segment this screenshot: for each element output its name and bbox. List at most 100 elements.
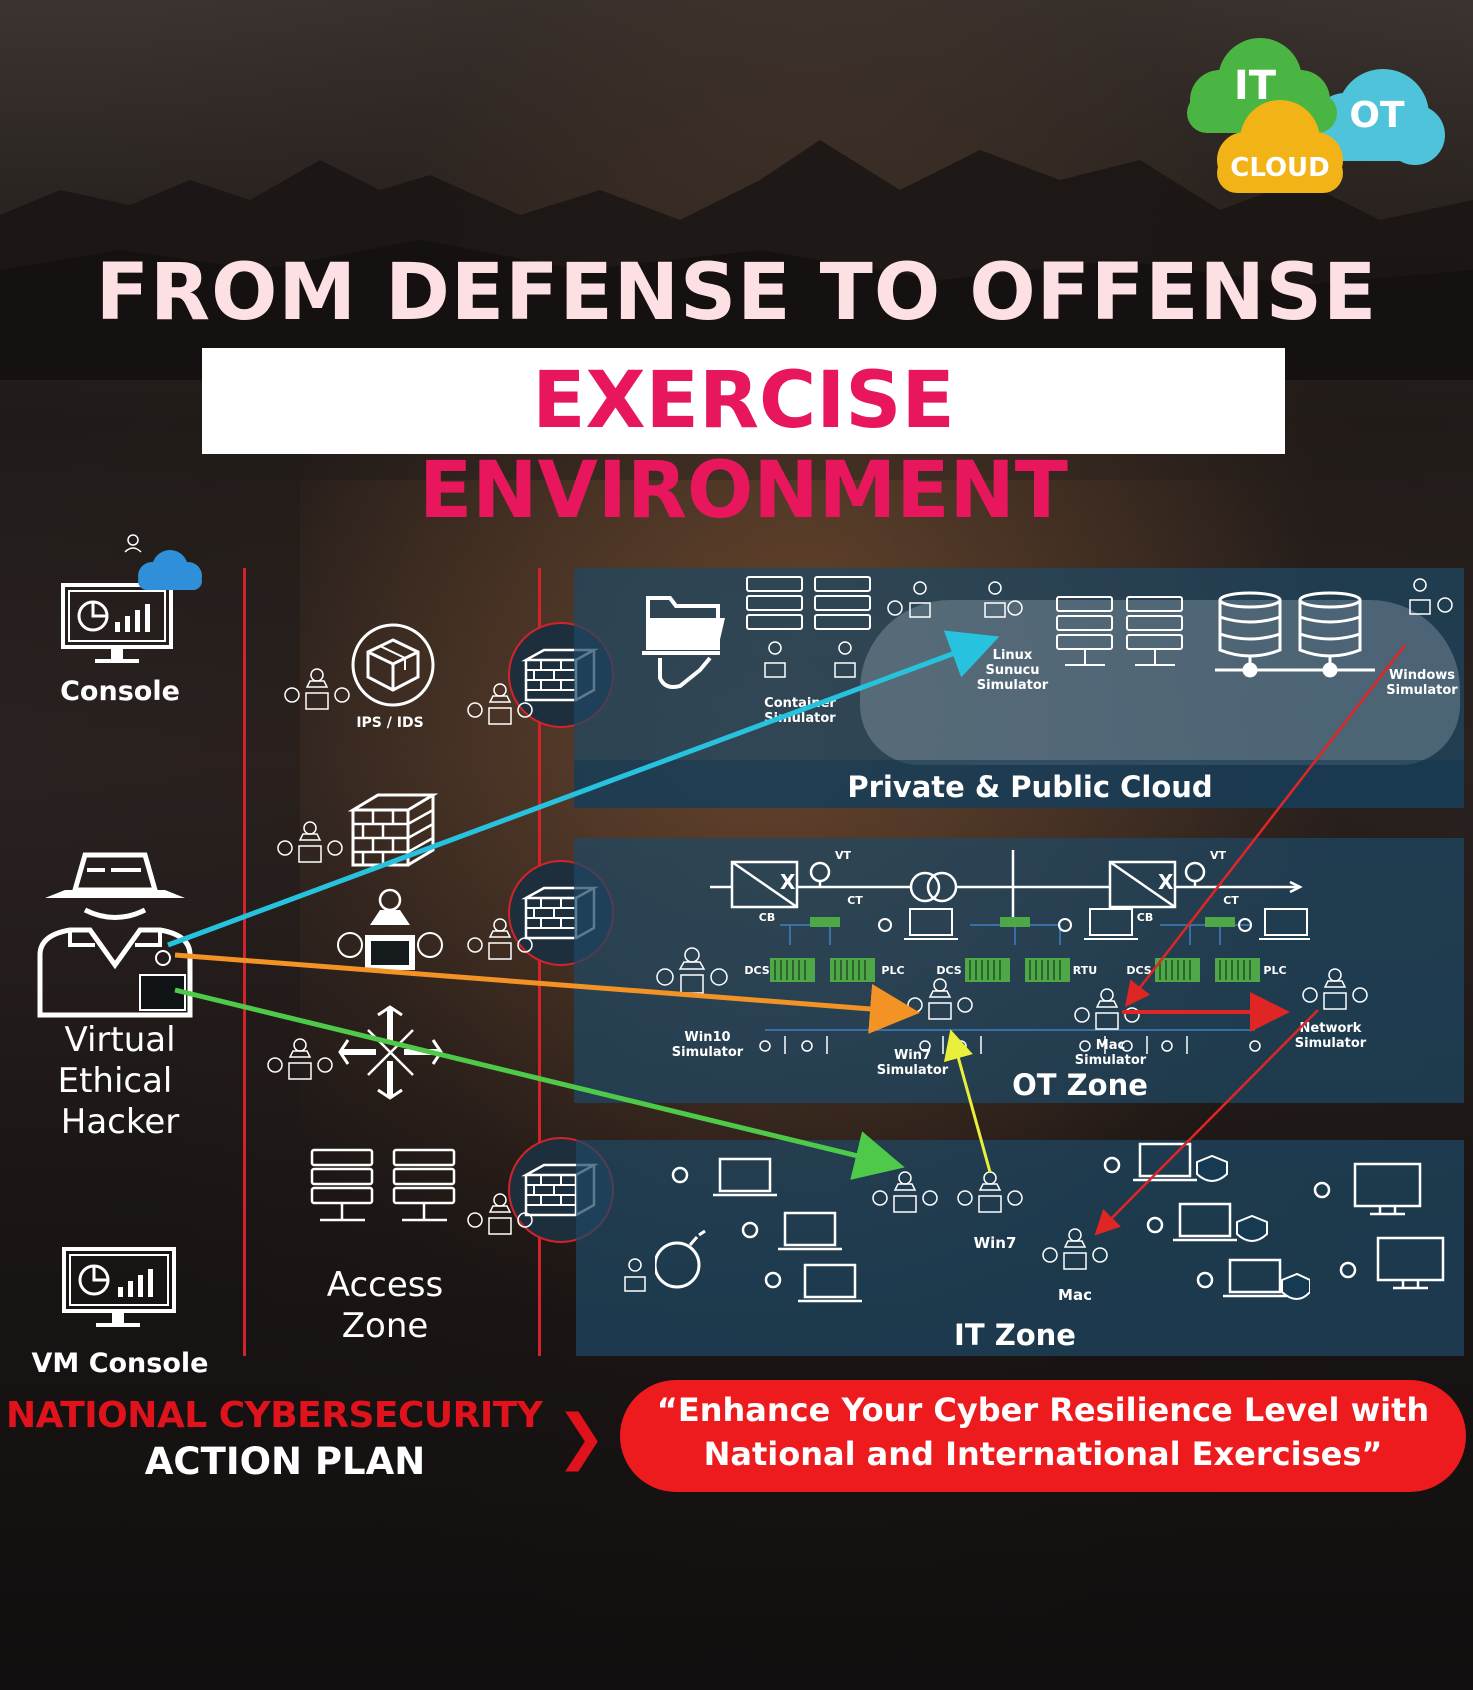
it-desktops-icon bbox=[1313, 1162, 1445, 1290]
mac-ot-user-icon bbox=[1074, 988, 1140, 1030]
power-grid-diagram: X X bbox=[710, 850, 1303, 922]
it-zone-title: IT Zone bbox=[954, 1318, 1076, 1352]
ot-plc-label-2: PLC bbox=[1263, 964, 1287, 977]
arrow-cyan-to-linux bbox=[167, 630, 1000, 948]
user-avatar-icon bbox=[284, 668, 350, 710]
arrow-green-to-it-win7 bbox=[174, 987, 905, 1180]
chevron-right-icon: ❯ bbox=[556, 1402, 607, 1472]
it-zone-panel bbox=[576, 1140, 1464, 1356]
access-servers-icon bbox=[310, 1148, 456, 1222]
vm-console-monitor-icon bbox=[62, 1247, 176, 1327]
hacker-icon bbox=[37, 852, 193, 1018]
ot-dcs-label-2: DCS bbox=[936, 964, 962, 977]
ot-cb-label-1: CB bbox=[758, 911, 776, 924]
folder-hand-icon bbox=[642, 596, 725, 689]
console-monitor-icon bbox=[61, 534, 202, 663]
ips-ids-label: IPS / IDS bbox=[356, 715, 424, 731]
ot-laptops-icon bbox=[878, 908, 1310, 940]
ot-rtu-label: RTU bbox=[1072, 964, 1098, 977]
network-line1: Network bbox=[1299, 1021, 1362, 1036]
svg-text:X: X bbox=[1158, 870, 1174, 894]
windows-simulator-label: Windows Simulator bbox=[1378, 668, 1466, 698]
bomb-user-icon bbox=[624, 1258, 646, 1292]
it-win7-users-icon bbox=[872, 1171, 1023, 1213]
ot-plc-label-1: PLC bbox=[881, 964, 905, 977]
arrow-orange-to-win7 bbox=[174, 952, 920, 1034]
ot-vt-label-2: VT bbox=[1209, 849, 1227, 862]
arrow-red-windows-to-mac bbox=[1124, 644, 1406, 1007]
user-avatar-icon bbox=[467, 918, 533, 960]
ips-ids-icon bbox=[351, 623, 435, 707]
quote-line1: “Enhance Your Cyber Resilience Level wit… bbox=[656, 1391, 1430, 1429]
cloud-zone-title: Private & Public Cloud bbox=[847, 770, 1213, 804]
user-avatar-icon bbox=[267, 1038, 333, 1080]
arrow-yellow-it-to-ot bbox=[943, 1029, 992, 1173]
win7-line2: Simulator bbox=[876, 1063, 949, 1078]
access-zone-label-line2: Zone bbox=[341, 1306, 429, 1346]
database-icon bbox=[1215, 591, 1375, 678]
svg-text:X: X bbox=[780, 870, 796, 894]
ot-ct-label-1: CT bbox=[847, 894, 863, 907]
it-mac-label: Mac bbox=[1058, 1286, 1092, 1304]
win7-ot-user-icon bbox=[907, 978, 973, 1020]
logo-it-text: IT bbox=[1233, 63, 1277, 109]
mac-line2: Simulator bbox=[1074, 1053, 1147, 1068]
windows-user-icon bbox=[1409, 578, 1453, 615]
page-title: FROM DEFENSE TO OFFENSE bbox=[95, 248, 1378, 338]
page-subtitle: EXERCISE ENVIRONMENT bbox=[419, 356, 1068, 536]
quote-line2: National and International Exercises” bbox=[703, 1435, 1383, 1473]
network-line2: Simulator bbox=[1294, 1036, 1367, 1051]
access-zone-label-line1: Access bbox=[326, 1265, 444, 1305]
windows-line2: Simulator bbox=[1386, 683, 1458, 698]
win10-simulator-label: Win10 Simulator bbox=[665, 1030, 750, 1060]
mountain-silhouette bbox=[0, 140, 1473, 380]
linux-line3: Simulator bbox=[976, 678, 1049, 693]
intrusion-target-icon bbox=[338, 1005, 443, 1100]
plan-line2: ACTION PLAN bbox=[144, 1440, 426, 1483]
win7-simulator-label: Win7 Simulator bbox=[870, 1048, 955, 1078]
ot-sensors-row bbox=[759, 1029, 1261, 1054]
ot-vt-label-1: VT bbox=[834, 849, 852, 862]
win10-line1: Win10 bbox=[684, 1030, 731, 1045]
vm-console-label: VM Console bbox=[31, 1348, 209, 1379]
mac-line1: Mac bbox=[1095, 1038, 1126, 1053]
user-avatar-icon bbox=[467, 683, 533, 725]
network-user-icon bbox=[1302, 968, 1368, 1010]
logo-cloud-text: CLOUD bbox=[1230, 153, 1330, 183]
ot-ct-label-2: CT bbox=[1223, 894, 1239, 907]
linux-line1: Linux bbox=[992, 648, 1033, 663]
container-users-icon bbox=[764, 641, 856, 678]
ot-dcs-label-3: DCS bbox=[1126, 964, 1152, 977]
it-ot-cloud-logo: IT OT CLOUD bbox=[1165, 25, 1445, 215]
it-win7-label: Win7 bbox=[973, 1234, 1017, 1252]
it-laptops-left-icon bbox=[655, 1157, 862, 1303]
logo-ot-text: OT bbox=[1349, 95, 1405, 136]
subtitle-banner bbox=[202, 348, 1285, 454]
network-simulator-label: Network Simulator bbox=[1283, 1021, 1378, 1051]
cloud-servers-icon bbox=[1056, 596, 1183, 666]
linux-users-icon bbox=[887, 581, 1023, 618]
ot-cb-label-2: CB bbox=[1136, 911, 1154, 924]
it-mac-user-icon bbox=[1042, 1228, 1108, 1270]
arrow-red-network-to-it-mac bbox=[1094, 1009, 1319, 1236]
quote-text: “Enhance Your Cyber Resilience Level wit… bbox=[630, 1388, 1456, 1476]
container-server-rack-icon bbox=[746, 576, 871, 630]
mac-simulator-label: Mac Simulator bbox=[1068, 1038, 1153, 1068]
container-simulator-line1: Container bbox=[764, 696, 836, 711]
quote-banner bbox=[620, 1380, 1466, 1492]
divider-line-right bbox=[538, 568, 541, 1356]
firewall-icon bbox=[348, 793, 438, 867]
ot-zone-title: OT Zone bbox=[1012, 1068, 1148, 1102]
win7-line1: Win7 bbox=[893, 1048, 932, 1063]
windows-line1: Windows bbox=[1388, 668, 1456, 683]
plan-line1: NATIONAL CYBERSECURITY bbox=[6, 1395, 543, 1436]
ot-dcs-label-1: DCS bbox=[744, 964, 770, 977]
hacker-label-line1: Virtual bbox=[64, 1020, 176, 1060]
it-protected-laptops-icon bbox=[1103, 1142, 1310, 1300]
hacker-label-line3: Hacker bbox=[60, 1102, 180, 1142]
win10-line2: Simulator bbox=[671, 1045, 744, 1060]
user-avatar-icon bbox=[467, 1193, 533, 1235]
plc-dcs-modules bbox=[770, 917, 1260, 982]
